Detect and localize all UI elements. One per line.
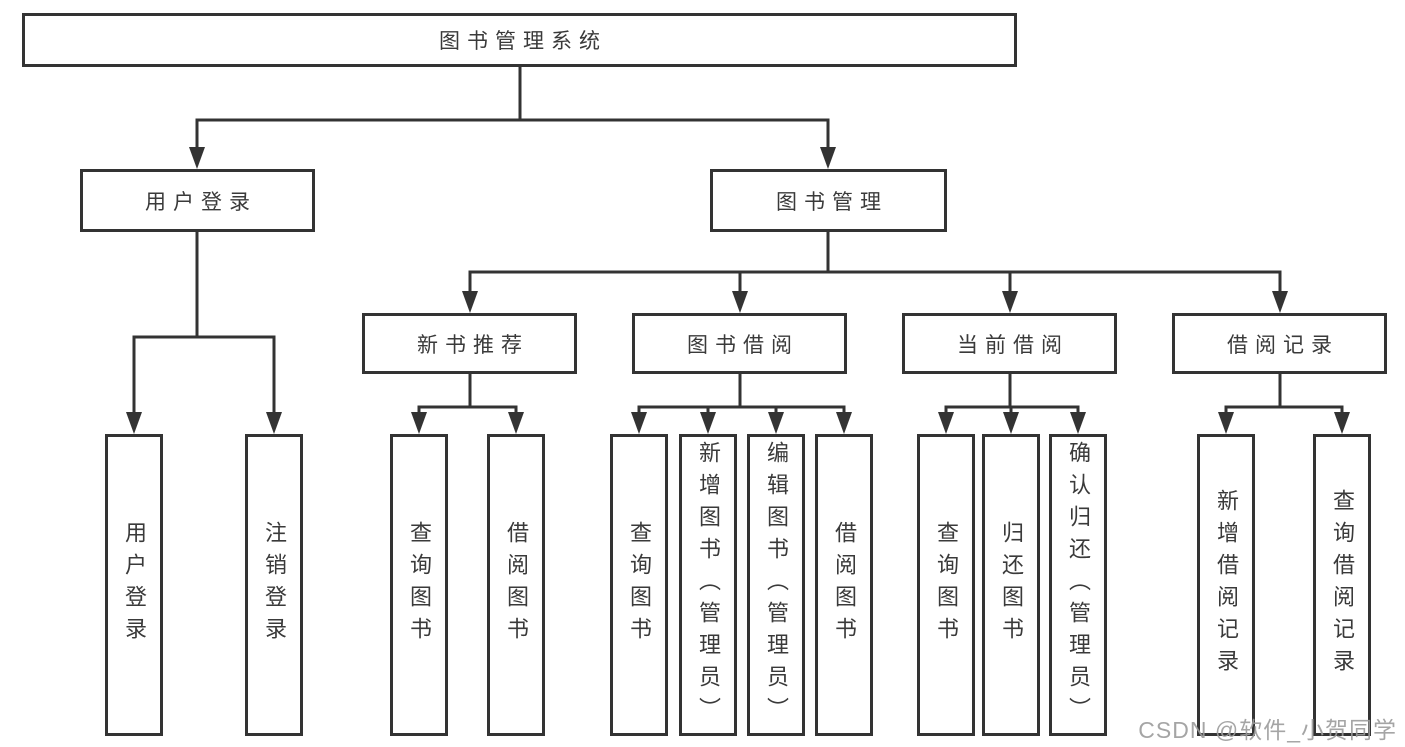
connector-borrow-to-leaves [637,372,846,415]
leaf-label: 查询借阅记录 [1330,489,1355,681]
connector-book-mgmt-to-level3 [468,230,1282,294]
connector-root-to-level2 [195,65,830,152]
node-borrowing-records: 借阅记录 [1172,313,1387,374]
arrow-down-icon [836,412,852,434]
leaf-add-book-admin: 新增图书（管理员） [679,434,737,736]
leaf-query-books-recommend: 查询图书 [390,434,448,736]
arrow-down-icon [820,147,836,169]
leaf-add-borrow-record: 新增借阅记录 [1197,434,1255,736]
arrow-down-icon [1003,412,1019,434]
arrow-down-icon [1002,291,1018,313]
leaf-label: 借阅图书 [504,521,529,649]
leaf-user-login: 用户登录 [105,434,163,736]
node-book-borrowing: 图书借阅 [632,313,847,374]
leaf-label: 新增图书（管理员） [696,441,721,729]
leaf-query-borrow-record: 查询借阅记录 [1313,434,1371,736]
arrow-down-icon [700,412,716,434]
arrow-down-icon [1334,412,1350,434]
connector-records-to-leaves [1224,372,1344,415]
connector-new-books-to-leaves [417,372,518,415]
arrow-down-icon [1070,412,1086,434]
node-new-book-recommendation: 新书推荐 [362,313,577,374]
arrowheads-records [1218,412,1350,434]
leaf-confirm-return-admin: 确认归还（管理员） [1049,434,1107,736]
leaf-logout: 注销登录 [245,434,303,736]
arrow-down-icon [189,147,205,169]
arrow-down-icon [411,412,427,434]
leaf-return-books: 归还图书 [982,434,1040,736]
leaf-label: 查询图书 [627,521,652,649]
arrow-down-icon [1218,412,1234,434]
arrow-down-icon [631,412,647,434]
leaf-label: 归还图书 [999,521,1024,649]
leaf-label: 确认归还（管理员） [1066,441,1091,729]
arrow-down-icon [462,291,478,313]
leaf-label: 新增借阅记录 [1214,489,1239,681]
arrow-down-icon [938,412,954,434]
arrowheads-borrow [631,412,852,434]
arrow-down-icon [266,412,282,434]
node-book-management: 图书管理 [710,169,947,232]
leaf-query-books-current: 查询图书 [917,434,975,736]
connector-current-to-leaves [944,372,1080,415]
leaf-edit-book-admin: 编辑图书（管理员） [747,434,805,736]
arrowheads-current [938,412,1086,434]
leaf-label: 用户登录 [122,521,147,649]
arrow-down-icon [1272,291,1288,313]
arrowheads-level3 [462,291,1288,313]
leaf-label: 编辑图书（管理员） [764,441,789,729]
leaf-label: 查询图书 [934,521,959,649]
node-user-login: 用户登录 [80,169,315,232]
leaf-borrow-books: 借阅图书 [815,434,873,736]
node-library-management-system: 图书管理系统 [22,13,1017,67]
arrow-down-icon [126,412,142,434]
arrowheads-user-login [126,412,282,434]
connector-user-login-to-leaves [132,230,276,415]
node-current-borrowing: 当前借阅 [902,313,1117,374]
arrow-down-icon [732,291,748,313]
leaf-query-books-borrow: 查询图书 [610,434,668,736]
csdn-watermark: CSDN @软件_小贺同学 [1138,717,1397,743]
arrow-down-icon [768,412,784,434]
leaf-borrow-books-recommend: 借阅图书 [487,434,545,736]
leaf-label: 借阅图书 [832,521,857,649]
leaf-label: 注销登录 [262,521,287,649]
arrowheads-new-books [411,412,524,434]
arrowheads-level2 [189,147,836,169]
arrow-down-icon [508,412,524,434]
leaf-label: 查询图书 [407,521,432,649]
